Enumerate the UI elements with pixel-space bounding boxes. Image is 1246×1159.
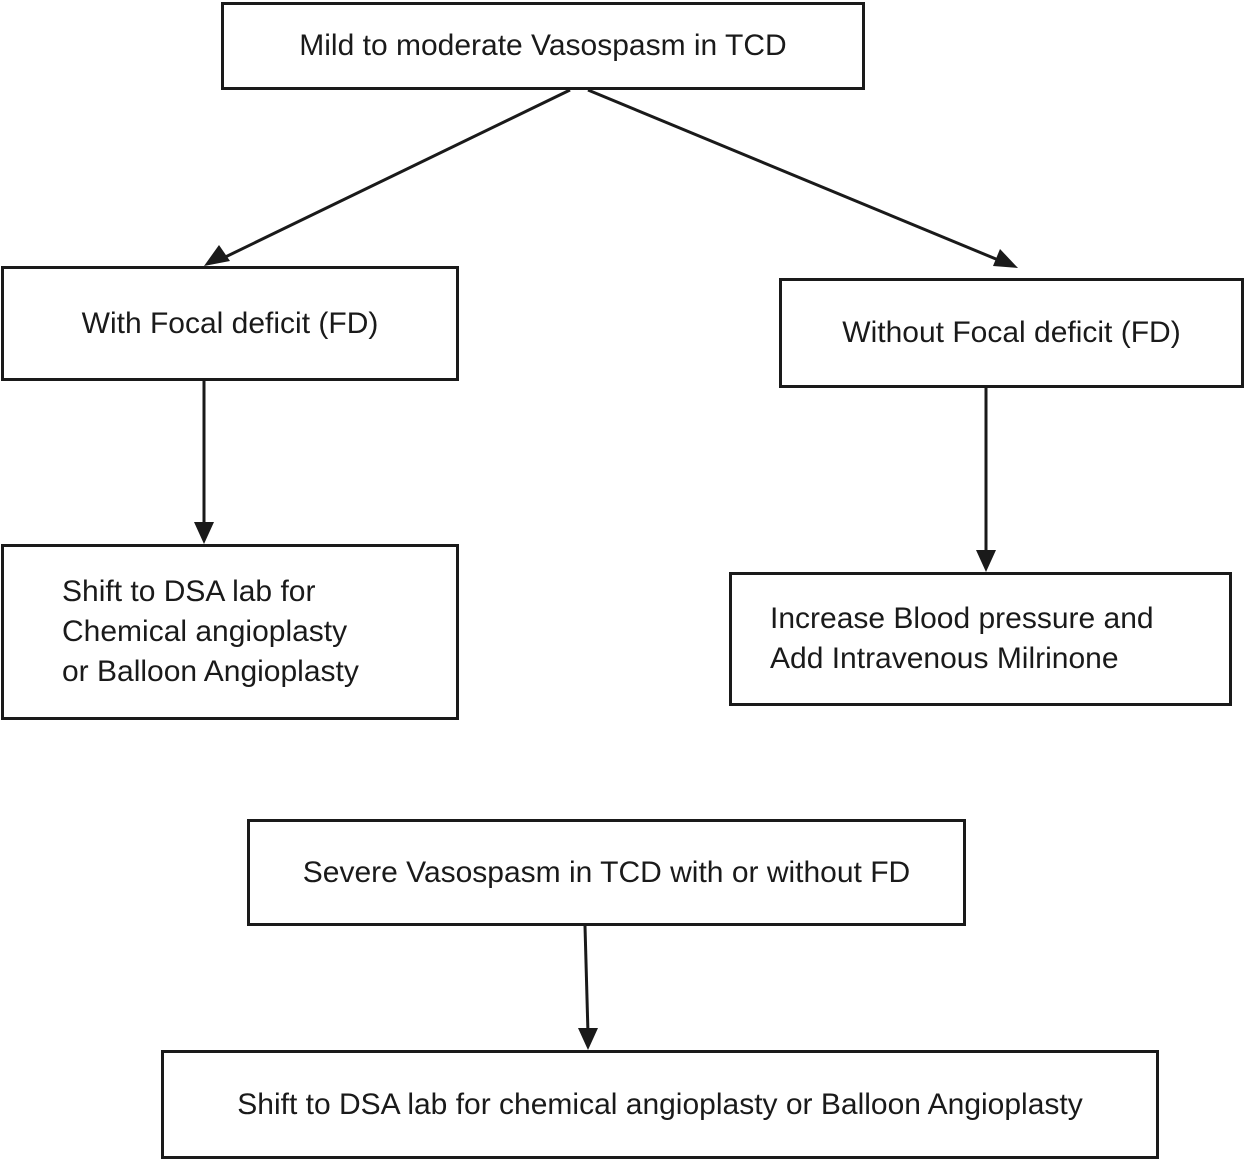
arrowhead-without-fd: [993, 249, 1018, 268]
node-without-focal-deficit: Without Focal deficit (FD): [779, 278, 1244, 388]
node-increase-blood-pressure: Increase Blood pressure and Add Intraven…: [729, 572, 1232, 706]
node-label: With Focal deficit (FD): [81, 306, 379, 340]
node-severe-vasospasm: Severe Vasospasm in TCD with or without …: [247, 819, 966, 926]
arrowhead-shift-left: [194, 522, 214, 544]
arrow-top-to-without-fd: [587, 88, 1009, 266]
node-shift-to-dsa-lab-bottom: Shift to DSA lab for chemical angioplast…: [161, 1050, 1159, 1159]
node-label: Mild to moderate Vasospasm in TCD: [299, 29, 787, 62]
node-label: Shift to DSA lab for Chemical angioplast…: [62, 575, 359, 688]
arrowhead-with-fd: [204, 245, 230, 266]
node-label: Shift to DSA lab for chemical angioplast…: [237, 1087, 1083, 1121]
arrowhead-shift-bottom: [578, 1028, 598, 1050]
arrow-severe-to-shift: [583, 925, 590, 1035]
node-label: Without Focal deficit (FD): [842, 316, 1181, 349]
arrow-top-to-with-fd: [214, 88, 571, 264]
node-label: Severe Vasospasm in TCD with or without …: [302, 855, 911, 889]
node-with-focal-deficit: With Focal deficit (FD): [1, 266, 459, 381]
node-mild-moderate-vasospasm: Mild to moderate Vasospasm in TCD: [221, 2, 865, 90]
node-label: Increase Blood pressure and Add Intraven…: [770, 602, 1154, 675]
node-shift-to-dsa-lab-left: Shift to DSA lab for Chemical angioplast…: [1, 544, 459, 720]
arrowhead-increase: [976, 550, 996, 572]
